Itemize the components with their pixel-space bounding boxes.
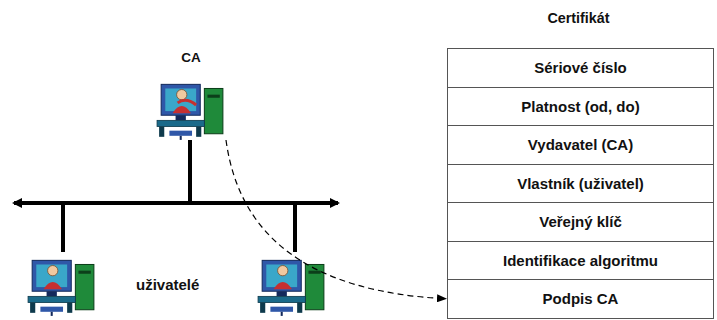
- node-text: CA: [152, 50, 230, 65]
- node-text: Identifikace algoritmu: [503, 252, 658, 269]
- node-text: Vydavatel (CA): [528, 136, 633, 153]
- ca-server: CA: [152, 50, 230, 142]
- computer-icon: [155, 74, 227, 140]
- certificate-field: Sériové číslo: [447, 48, 714, 88]
- certificate-field: Podpis CA: [447, 279, 714, 319]
- dashed-arrow: [226, 140, 446, 299]
- group-label: uživatelé: [136, 276, 199, 293]
- node-text: Platnost (od, do): [521, 98, 639, 115]
- node-text: Sériové číslo: [534, 59, 627, 76]
- node-text: Veřejný klíč: [539, 213, 622, 230]
- certificate-table: CertifikátSériové čísloPlatnost (od, do)…: [440, 0, 717, 320]
- node-text: Certifikát: [440, 10, 717, 26]
- certificate-field: Veřejný klíč: [447, 202, 714, 242]
- certificate-field: Platnost (od, do): [447, 87, 714, 127]
- certificate-field: Identifikace algoritmu: [447, 241, 714, 281]
- certificate-field: Vlastník (uživatel): [447, 164, 714, 204]
- node-text: Podpis CA: [543, 290, 619, 307]
- node-text: Vlastník (uživatel): [517, 175, 644, 192]
- certificate-field: Vydavatel (CA): [447, 125, 714, 165]
